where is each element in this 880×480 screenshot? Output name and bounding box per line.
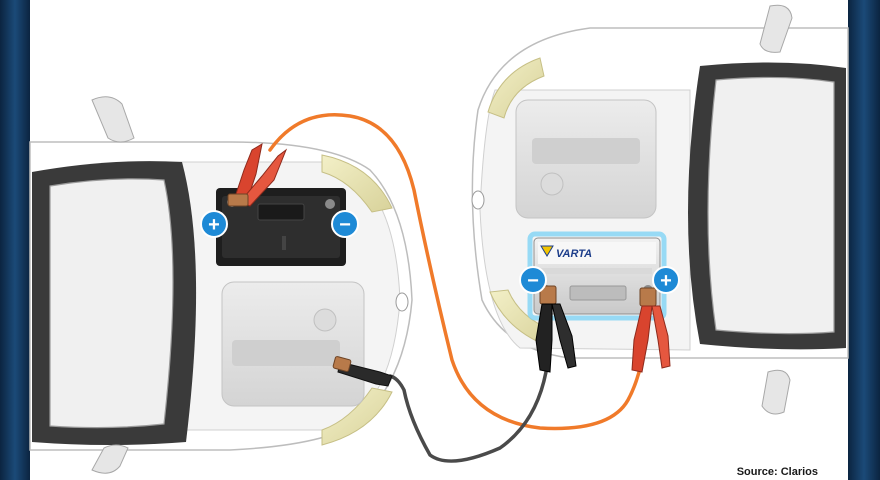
varta-logo-icon <box>540 245 554 257</box>
left-car-emblem <box>395 292 409 312</box>
left-windshield-glass <box>49 178 174 429</box>
left-battery-top <box>222 196 340 258</box>
right-car-emblem <box>471 190 485 210</box>
left-negative-symbol: − <box>339 214 351 236</box>
right-positive-symbol: + <box>660 270 672 292</box>
right-windshield-glass <box>707 76 835 335</box>
red-clamp-left <box>227 142 288 207</box>
left-battery-mark <box>282 236 286 250</box>
left-car-mirror-bottom <box>91 444 129 474</box>
positive-cable <box>268 113 648 431</box>
black-clamp-right <box>535 285 577 373</box>
right-battery-label-strip <box>538 242 656 264</box>
left-battery-handle <box>257 203 305 221</box>
right-battery-handle <box>569 285 627 301</box>
right-car-mirror-top <box>759 4 793 53</box>
minus-icon: − <box>519 266 547 294</box>
right-car-mirror-bottom <box>761 369 791 415</box>
right-battery-spec-line <box>540 268 652 274</box>
left-car <box>29 96 413 474</box>
right-negative-symbol: − <box>527 270 539 292</box>
left-background-edge <box>0 0 30 480</box>
left-positive-symbol: + <box>208 214 220 236</box>
right-car: VARTA <box>471 4 849 415</box>
left-headlight-top <box>321 154 393 213</box>
negative-cable <box>388 358 550 463</box>
left-car-mirror-top <box>91 96 135 143</box>
source-credit: Source: Clarios <box>736 466 818 478</box>
battery-brand-label: VARTA <box>556 248 592 260</box>
red-clamp-right <box>631 287 671 373</box>
right-engine-cover-slot <box>532 138 640 164</box>
right-background-edge <box>848 0 880 480</box>
black-clamp-left-ground <box>332 356 393 387</box>
plus-icon: + <box>200 210 228 238</box>
left-battery-post-negative <box>325 199 335 209</box>
right-engine-cap <box>540 172 564 196</box>
right-headlight-top <box>487 57 545 119</box>
left-engine-cover-slot <box>232 340 340 366</box>
left-headlight-bottom <box>321 387 393 446</box>
left-engine-cap <box>313 308 337 332</box>
minus-icon: − <box>331 210 359 238</box>
jumper-cables <box>268 113 648 463</box>
plus-icon: + <box>652 266 680 294</box>
